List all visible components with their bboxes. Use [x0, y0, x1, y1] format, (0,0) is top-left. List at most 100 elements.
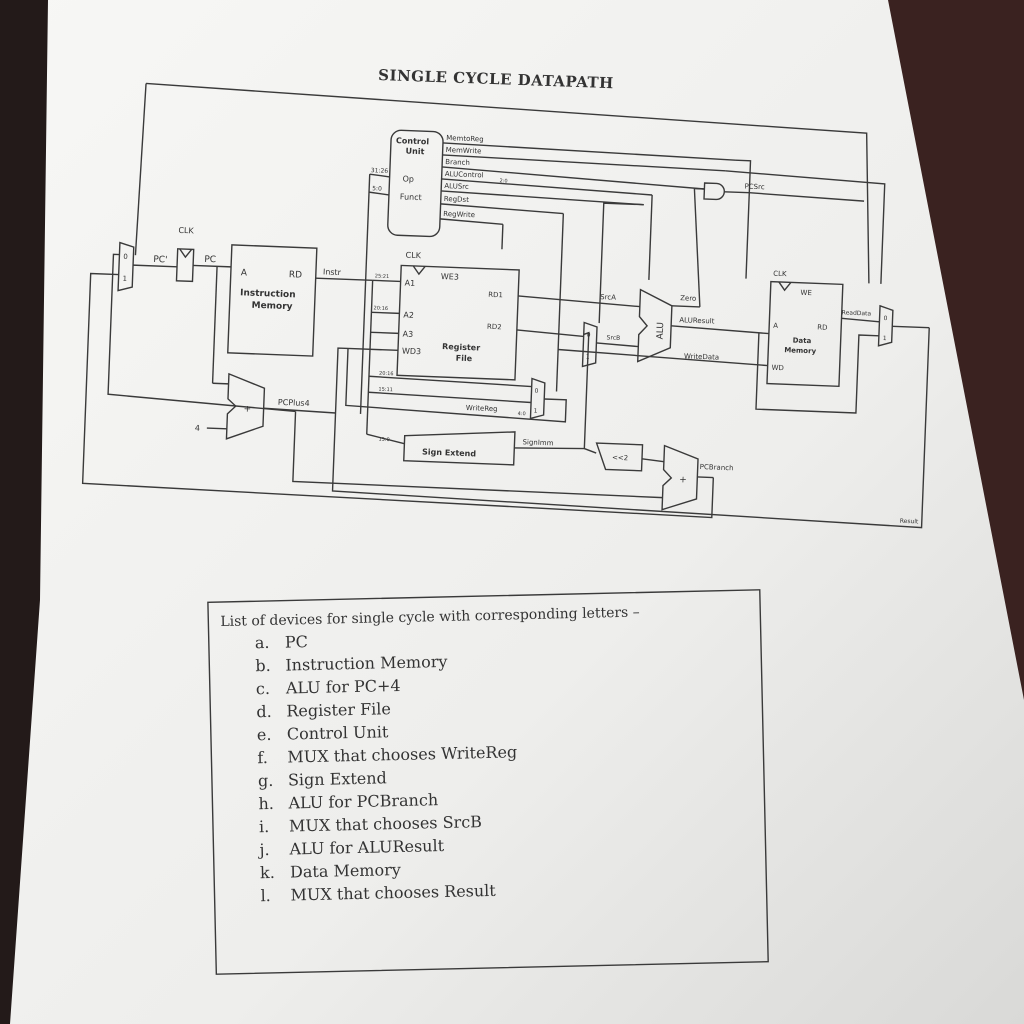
pcbranch-plus: + [679, 475, 687, 485]
clk-label-regfile: CLK [405, 251, 421, 261]
rf-we3: WE3 [441, 272, 459, 282]
pcsrc-label: PCSrc [744, 183, 765, 192]
paper-sheet [10, 0, 1024, 1024]
data-memory-box [766, 280, 844, 388]
signal-memtoreg: MemtoReg [446, 134, 484, 143]
writedata-label: WriteData [684, 352, 719, 361]
control-unit-title: Control [396, 136, 430, 146]
datapath-diagram [81, 82, 930, 529]
dmem-rd: RD [817, 323, 828, 331]
srca-label: SrcA [600, 293, 616, 302]
bits-imm: 15:0 [378, 437, 389, 443]
alu-label: ALU [656, 322, 667, 340]
sign-extend-box [403, 431, 516, 466]
dmem-name-1: Data [792, 336, 811, 345]
signal-alusrc: ALUSrc [444, 182, 469, 191]
dmem-a: A [773, 322, 778, 330]
main-alu [636, 288, 673, 363]
dmem-wd: WD [771, 364, 784, 372]
dmem-we: WE [800, 289, 812, 297]
rf-a2: A2 [403, 311, 414, 320]
device-letter: h. [258, 794, 274, 813]
device-name: ALU for PC+4 [285, 676, 401, 698]
writereg-mux-1: 1 [534, 408, 538, 415]
device-letter: j. [257, 840, 269, 859]
result-mux-1: 1 [883, 335, 887, 342]
device-name: Control Unit [287, 722, 389, 743]
srcb-mux [581, 321, 598, 368]
pcbranch-label: PCBranch [700, 463, 734, 472]
readdata-label: ReadData [842, 309, 872, 317]
devices-list: a. PC b. Instruction Memory c. ALU for P… [255, 632, 518, 905]
zero-label: Zero [680, 294, 696, 303]
result-mux-0: 0 [883, 315, 887, 322]
dmem-name-2: Memory [784, 346, 817, 355]
device-name: Instruction Memory [285, 652, 447, 675]
control-unit-box [387, 129, 444, 238]
pcplus4-alu [225, 372, 266, 440]
writereg-label: WriteReg [466, 404, 498, 413]
signal-branch: Branch [445, 158, 470, 167]
clk-label-datamem: CLK [773, 270, 787, 279]
rf-rd2: RD2 [487, 323, 502, 332]
shift-left-2 [595, 442, 644, 472]
device-letter: e. [257, 725, 272, 744]
signal-regwrite: RegWrite [443, 210, 475, 219]
pc-label: PC [204, 255, 216, 265]
aluresult-label: ALUResult [679, 316, 715, 325]
pcsrc-and-gate [703, 182, 725, 201]
signal-alucontrol: ALUControl [445, 170, 484, 179]
device-letter: c. [256, 679, 270, 698]
rf-rd1: RD1 [488, 291, 503, 300]
device-name: MUX that chooses Result [290, 881, 496, 905]
instruction-memory-box [227, 244, 318, 357]
devices-list-box: List of devices for single cycle with co… [207, 589, 769, 975]
device-letter: f. [257, 748, 268, 767]
device-name: ALU for PCBranch [287, 790, 438, 812]
control-unit-subtitle: Unit [405, 147, 424, 157]
result-label: Result [900, 518, 919, 526]
devices-heading: List of devices for single cycle with co… [220, 605, 640, 631]
device-name: MUX that chooses WriteReg [287, 742, 517, 766]
signal-regdst: RegDst [444, 195, 470, 204]
device-name: PC [285, 632, 308, 652]
rf-name-1: Register [442, 342, 480, 352]
rf-a3: A3 [402, 330, 413, 339]
device-letter: d. [256, 702, 272, 721]
pc-mux-1: 1 [122, 275, 127, 283]
op-label: Op [402, 174, 414, 183]
device-letter: b. [255, 656, 271, 675]
clk-label-pc: CLK [178, 226, 194, 236]
bits-rt: 20:16 [379, 371, 394, 378]
pcplus4-plus: + [243, 404, 251, 414]
pc-mux [117, 241, 135, 292]
device-name: Data Memory [290, 860, 401, 882]
pc-register [175, 248, 195, 283]
srcb-mux-1: 1 [586, 354, 590, 361]
srcb-mux-0: 0 [587, 332, 591, 339]
shift-label: <<2 [612, 454, 628, 463]
instr-label: Instr [323, 267, 342, 277]
funct-label: Funct [400, 192, 422, 202]
signimm-label: SignImm [522, 438, 553, 447]
writereg-mux [529, 377, 546, 420]
device-letter: a. [255, 633, 270, 652]
device-letter: k. [260, 863, 275, 882]
bits-a2: 20:16 [373, 305, 388, 312]
result-mux [877, 304, 894, 347]
imem-a: A [241, 268, 248, 278]
pc-mux-0: 0 [123, 253, 128, 261]
device-name: ALU for ALUResult [288, 836, 444, 859]
device-name: Register File [286, 699, 391, 720]
srcb-label: SrcB [606, 334, 620, 342]
signal-memwrite: MemWrite [446, 146, 482, 155]
bits-rd: 15:11 [378, 387, 393, 394]
pc-prime-label: PC' [153, 255, 168, 266]
op-bits: 31:26 [371, 167, 389, 175]
rf-a1: A1 [404, 279, 415, 288]
rf-name-2: File [456, 354, 473, 364]
page-title: SINGLE CYCLE DATAPATH [378, 66, 614, 92]
writereg-bits: 4:0 [518, 411, 526, 417]
funct-bits: 5:0 [372, 185, 382, 192]
